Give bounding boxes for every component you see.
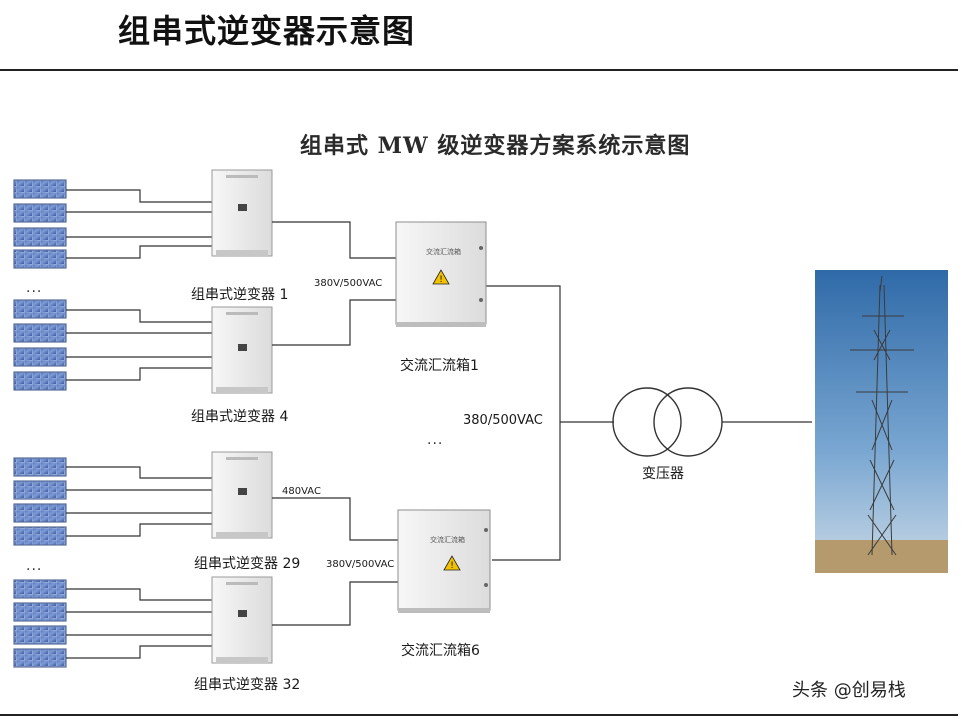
transformer-label: 变压器 bbox=[642, 466, 684, 482]
ellipsis-bottom-left: ... bbox=[26, 558, 43, 574]
combiner-box-6: ! bbox=[397, 509, 491, 613]
ac-wiring bbox=[272, 221, 812, 626]
combiner-1-label: 交流汇流箱1 bbox=[400, 358, 479, 374]
inverter-1 bbox=[211, 169, 273, 257]
ellipsis-middle: ... bbox=[427, 432, 444, 448]
diagram-title: 组串式 MW 级逆变器方案系统示意图 bbox=[300, 133, 691, 159]
combiner-box-1: ! bbox=[395, 221, 487, 327]
combiner-6-label: 交流汇流箱6 bbox=[401, 643, 480, 659]
svg-text:!: ! bbox=[439, 275, 443, 285]
pv-panel-group-2 bbox=[13, 299, 212, 391]
inverter-32-label: 组串式逆变器 32 bbox=[194, 677, 301, 693]
inverter-29 bbox=[211, 451, 273, 539]
ellipsis-top-left: ... bbox=[26, 280, 43, 296]
svg-text:!: ! bbox=[450, 561, 454, 571]
inverter-4-label: 组串式逆变器 4 bbox=[191, 409, 289, 425]
voltage-label-box6: 380V/500VAC bbox=[326, 559, 395, 570]
voltage-label-box1: 380V/500VAC bbox=[314, 278, 383, 289]
page-title: 组串式逆变器示意图 bbox=[118, 12, 416, 50]
inverter-29-label: 组串式逆变器 29 bbox=[194, 556, 301, 572]
combiner-1-plate: 交流汇流箱 bbox=[426, 248, 461, 256]
top-divider bbox=[0, 69, 958, 71]
pv-panel-group-1 bbox=[13, 179, 212, 269]
transmission-tower-image bbox=[815, 270, 948, 573]
pv-panel-group-4 bbox=[13, 579, 212, 668]
bottom-divider bbox=[0, 714, 958, 716]
voltage-label-bus: 380/500VAC bbox=[463, 413, 543, 428]
inverter-1-label: 组串式逆变器 1 bbox=[191, 287, 289, 303]
inverter-4 bbox=[211, 306, 273, 394]
transformer-symbol bbox=[612, 387, 723, 457]
watermark: 头条 @创易栈 bbox=[792, 680, 906, 701]
pv-panel-group-3 bbox=[13, 457, 212, 546]
voltage-label-inv29: 480VAC bbox=[282, 486, 321, 497]
inverter-32 bbox=[211, 576, 273, 664]
combiner-6-plate: 交流汇流箱 bbox=[430, 536, 465, 544]
